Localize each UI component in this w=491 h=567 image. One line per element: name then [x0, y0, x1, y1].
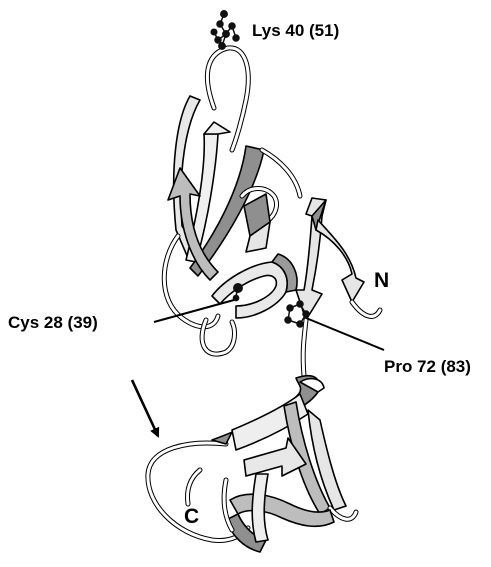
- label-lys: Lys 40 (51): [252, 22, 339, 39]
- cys-leader-line: [154, 300, 234, 322]
- upper-domain: [164, 48, 380, 376]
- label-cys: Cys 28 (39): [8, 314, 98, 331]
- label-c-terminus: C: [184, 506, 199, 527]
- beta-strand-n-arm: [316, 220, 364, 302]
- beta-strand-cys-sheet: [212, 262, 287, 318]
- cys-sulfur-icon: [233, 284, 242, 301]
- label-pro: Pro 72 (83): [384, 358, 471, 375]
- label-n-terminus: N: [374, 270, 389, 291]
- pro-leader-line: [306, 318, 384, 350]
- lower-domain: [148, 376, 356, 552]
- arrow-pointer-icon: [132, 380, 158, 436]
- lys-sidechain-icon: [211, 11, 239, 49]
